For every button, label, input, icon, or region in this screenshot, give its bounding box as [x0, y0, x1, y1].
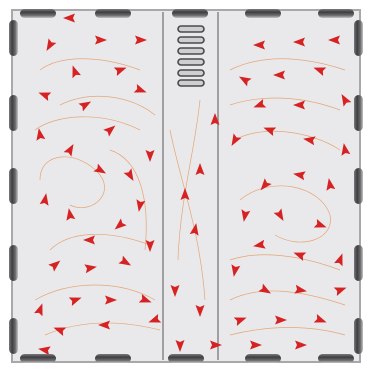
grille-slot-5: [178, 70, 204, 76]
vent-left-3: [9, 168, 18, 204]
vent-top-3: [172, 9, 208, 18]
grille-slot-2: [178, 37, 204, 43]
vent-bottom-5: [318, 354, 354, 363]
vent-top-1: [20, 9, 56, 18]
vent-right-5: [354, 318, 363, 354]
vent-left-1: [9, 20, 18, 56]
vent-left-2: [9, 95, 18, 131]
vent-bottom-2: [95, 354, 131, 363]
vent-bottom-4: [245, 354, 281, 363]
vent-top-2: [95, 9, 131, 18]
vent-right-3: [354, 168, 363, 204]
grille-slot-1: [178, 26, 204, 32]
vent-top-5: [318, 9, 354, 18]
vent-right-1: [354, 20, 363, 56]
vent-left-5: [9, 318, 18, 354]
vent-bottom-1: [20, 354, 56, 363]
vent-right-2: [354, 95, 363, 131]
vent-bottom-3: [168, 354, 204, 363]
vent-right-4: [354, 245, 363, 281]
grille-slot-6: [178, 80, 204, 86]
vent-top-4: [245, 9, 281, 18]
grille-slot-3: [178, 48, 204, 54]
vent-left-4: [9, 245, 18, 281]
grille-slot-4: [178, 59, 204, 65]
